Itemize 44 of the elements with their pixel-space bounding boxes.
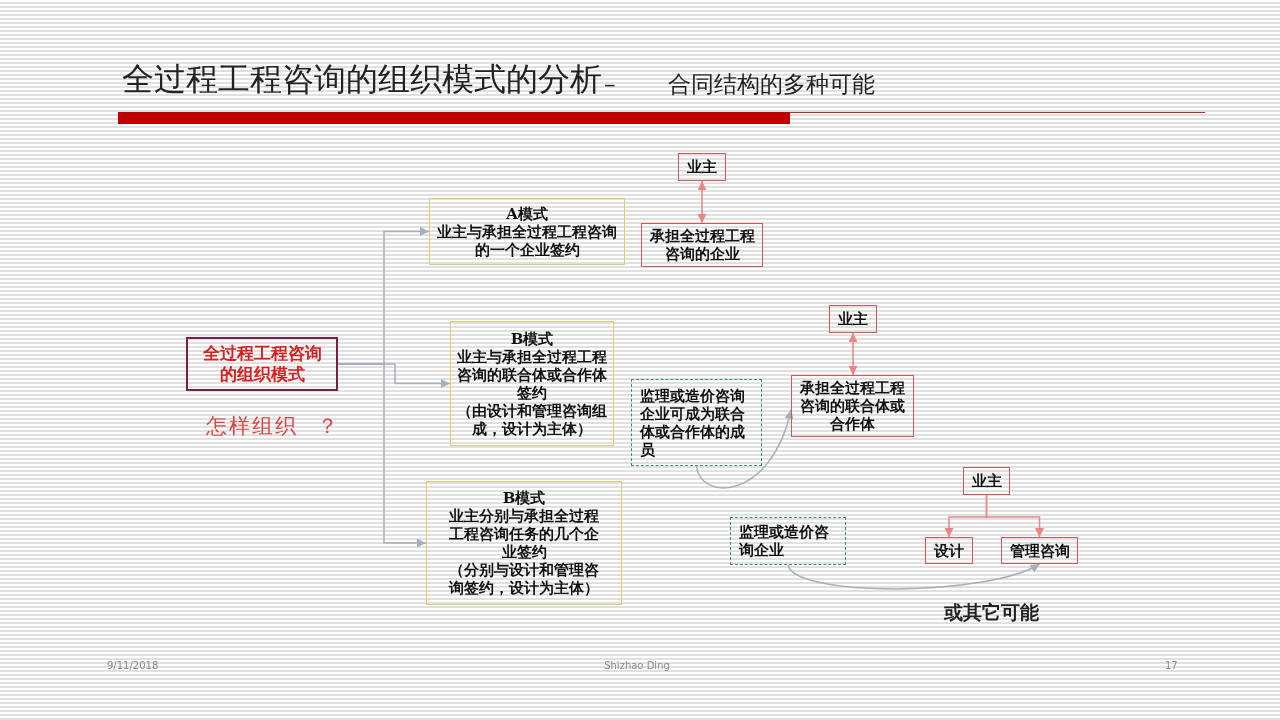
alternative-text: 或其它可能: [944, 600, 1039, 624]
mode-description: 业主与承担全过程工程咨询的联合体或合作体签约: [456, 347, 608, 402]
mode-description: 业主与承担全过程工程咨询的一个企业签约: [436, 222, 618, 259]
slide-subtitle: – 合同结构的多种可能: [604, 70, 875, 98]
mode-box: [450, 321, 614, 446]
party-label: 设计: [934, 541, 964, 560]
mode-heading: A模式: [506, 204, 548, 223]
note-text: 监理或造价咨询企业可成为联合体或合作体的成员: [640, 386, 746, 459]
footer-date: 9/11/2018: [107, 660, 159, 672]
note-box: [631, 379, 762, 466]
party-label: 承担全过程工程咨询的企业: [648, 227, 756, 263]
party-label: 业主: [838, 310, 868, 328]
mode-remark: （由设计和管理咨询组成，设计为主体）: [456, 401, 608, 438]
party-box: [1001, 537, 1078, 564]
party-label: 业主: [687, 158, 717, 176]
topic-box: [186, 337, 338, 391]
party-label: 管理咨询: [1009, 541, 1070, 560]
curved-arrow: [695, 408, 793, 489]
page-number: 17: [1165, 660, 1178, 672]
party-box: [829, 305, 877, 333]
mode-heading: B模式: [502, 489, 546, 507]
party-box: [963, 467, 1010, 495]
double-arrow: [697, 180, 707, 224]
mode-remark: （分别与设计和管理咨询签约，设计为主体）: [448, 561, 600, 597]
party-label: 承担全过程工程咨询的联合体或合作体: [799, 379, 906, 433]
topic-label: 全过程工程咨询的组织模式: [201, 343, 323, 385]
party-box: [925, 537, 973, 564]
mode-description: 业主分别与承担全过程工程咨询任务的几个企业签约: [448, 507, 600, 561]
note-box: [730, 517, 846, 565]
footer-author: Shizhao Ding: [604, 660, 670, 672]
mode-box: [426, 481, 622, 605]
mode-box: [429, 198, 625, 265]
slide-title: 全过程工程咨询的组织模式的分析: [122, 60, 602, 98]
arrow: [985, 494, 1044, 538]
arrow: [337, 363, 427, 548]
party-label: 业主: [971, 472, 1002, 490]
mode-heading: B模式: [510, 329, 554, 348]
party-box: [791, 375, 914, 437]
double-arrow: [848, 332, 858, 376]
party-box: [641, 223, 763, 267]
party-box: [678, 153, 726, 181]
note-text: 监理或造价咨询企业: [739, 523, 830, 559]
question-text: 怎样组织 ？: [206, 413, 340, 439]
curved-arrow: [787, 563, 1041, 590]
